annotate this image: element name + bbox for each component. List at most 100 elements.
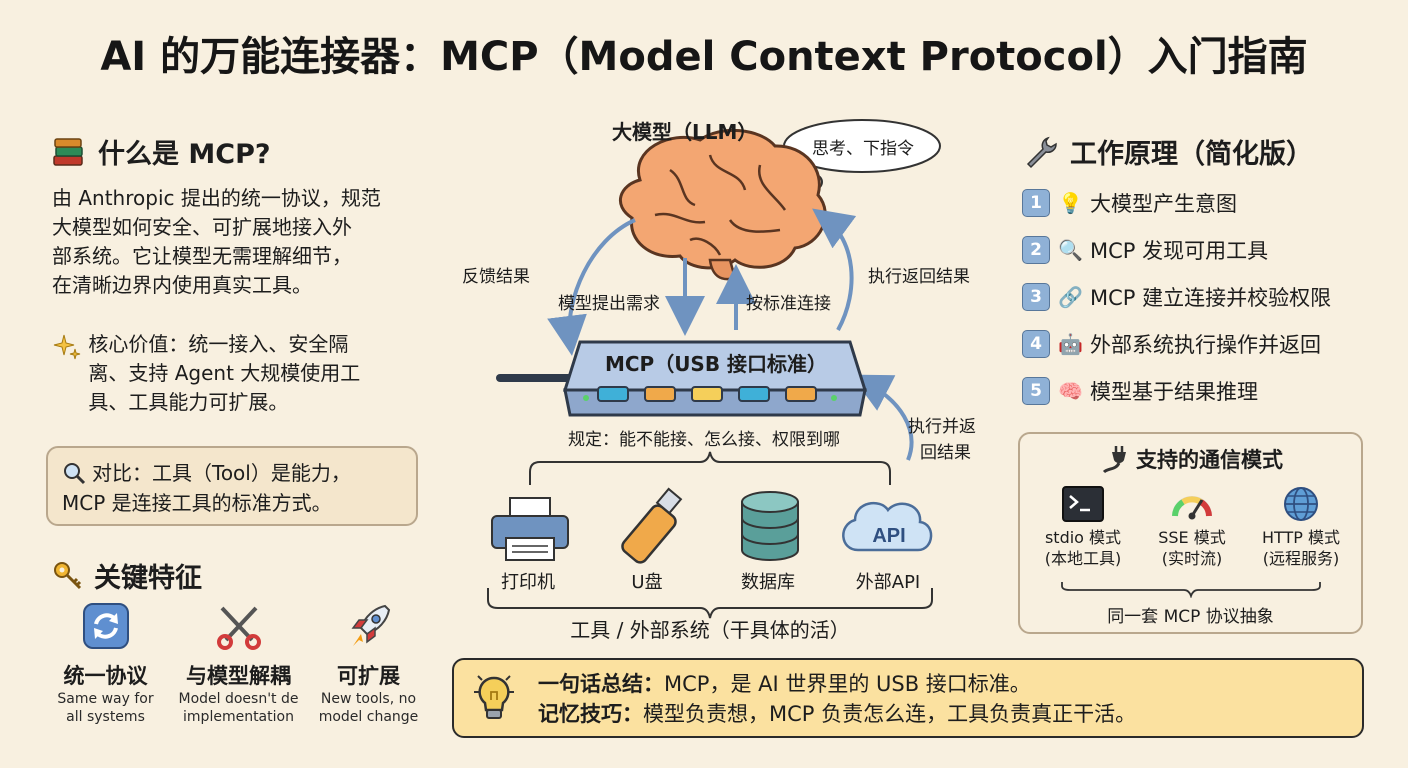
feature-sub: New tools, no bbox=[320, 691, 417, 707]
mode-desc: (远程服务) bbox=[1262, 549, 1340, 568]
how-heading-text: 工作原理（简化版） bbox=[1070, 139, 1313, 170]
feature-sub: all systems bbox=[66, 709, 145, 725]
step-number: 5 bbox=[1022, 377, 1050, 405]
brain-icon bbox=[619, 128, 827, 281]
core-line: 离、支持 Agent 大规模使用工 bbox=[88, 361, 361, 385]
modes-brace bbox=[1061, 582, 1321, 598]
compare-line: 对比：工具（Tool）是能力， bbox=[92, 461, 351, 485]
lightbulb-icon bbox=[474, 675, 514, 719]
description-line: 部系统。它让模型无需理解细节， bbox=[52, 244, 352, 268]
feature-sub: implementation bbox=[183, 709, 294, 725]
core-value: 核心价值：统一接入、安全隔 离、支持 Agent 大规模使用工 具、工具能力可扩… bbox=[52, 330, 422, 417]
mode-desc: (实时流) bbox=[1161, 549, 1223, 568]
wrench-icon bbox=[1026, 136, 1057, 168]
feature-name: 与模型解耦 bbox=[186, 664, 291, 688]
sync-icon bbox=[82, 603, 129, 649]
database-icon bbox=[741, 491, 799, 561]
plug-icon bbox=[1102, 446, 1126, 474]
mode-stdio: stdio 模式 (本地工具) bbox=[1028, 486, 1138, 569]
what-heading-text: 什么是 MCP? bbox=[98, 139, 271, 170]
step-text: MCP 发现可用工具 bbox=[1090, 239, 1269, 263]
brain-icon: 🧠 bbox=[1058, 379, 1083, 403]
how-it-works-heading: 工作原理（简化版） bbox=[1024, 132, 1313, 171]
core-line: 具、工具能力可扩展。 bbox=[88, 390, 289, 414]
exec-return2-label-b: 回结果 bbox=[920, 443, 971, 463]
summary-box: 一句话总结：MCP，是 AI 世界里的 USB 接口标准。 记忆技巧：模型负责想… bbox=[452, 658, 1364, 738]
rules-label: 规定：能不能接、怎么接、权限到哪 bbox=[568, 430, 840, 450]
key-icon bbox=[54, 561, 82, 589]
step-text: MCP 建立连接并校验权限 bbox=[1090, 286, 1332, 310]
tool-label-api: 外部API bbox=[855, 572, 921, 593]
mode-sse: SSE 模式 (实时流) bbox=[1137, 486, 1247, 569]
comm-modes-box: 支持的通信模式 stdio 模式 (本地工具) SSE 模式 (实时流) HTT… bbox=[1018, 432, 1363, 634]
hub-label: MCP（USB 接口标准） bbox=[604, 352, 828, 376]
usb-drive-icon bbox=[621, 487, 683, 564]
magnifier-icon bbox=[64, 463, 86, 485]
step-text: 大模型产生意图 bbox=[1090, 192, 1237, 216]
api-cloud-icon: API bbox=[842, 501, 933, 552]
tools-top-brace bbox=[529, 451, 891, 485]
request-label: 模型提出需求 bbox=[558, 294, 660, 314]
features-heading: 关键特征 bbox=[52, 556, 202, 595]
step-5: 5 🧠 模型基于结果推理 bbox=[1022, 374, 1258, 408]
api-badge: API bbox=[872, 525, 905, 547]
gauge-icon bbox=[1172, 496, 1212, 520]
usb-hub bbox=[562, 340, 868, 417]
core-line: 核心价值：统一接入、安全隔 bbox=[88, 332, 349, 356]
summary-text: MCP，是 AI 世界里的 USB 接口标准。 bbox=[664, 672, 1031, 696]
exec-return-arrow bbox=[812, 208, 857, 331]
thought-text: 思考、下指令 bbox=[812, 139, 914, 159]
magnifier-icon: 🔍 bbox=[1058, 238, 1083, 262]
step-2: 2 🔍 MCP 发现可用工具 bbox=[1022, 233, 1268, 267]
feature-name: 统一协议 bbox=[63, 664, 148, 688]
features-heading-text: 关键特征 bbox=[94, 563, 202, 594]
feature-sub: Same way for bbox=[57, 691, 154, 707]
description-line: 大模型如何安全、可扩展地接入外 bbox=[52, 215, 352, 239]
globe-icon bbox=[1284, 487, 1318, 521]
robot-icon: 🤖 bbox=[1058, 332, 1083, 356]
mode-name: stdio 模式 bbox=[1044, 528, 1122, 547]
books-icon bbox=[53, 137, 83, 166]
summary-label: 一句话总结： bbox=[538, 672, 664, 696]
link-icon: 🔗 bbox=[1058, 285, 1083, 309]
feature-sub: Model doesn't de bbox=[178, 691, 299, 707]
tools-caption: 工具 / 外部系统（干具体的活） bbox=[570, 618, 850, 642]
mode-http: HTTP 模式 (远程服务) bbox=[1246, 486, 1356, 569]
step-text: 外部系统执行操作并返回 bbox=[1090, 333, 1321, 357]
sparkles-icon bbox=[53, 334, 81, 360]
step-4: 4 🤖 外部系统执行操作并返回 bbox=[1022, 327, 1321, 361]
tools-bottom-brace bbox=[487, 588, 933, 619]
step-number: 1 bbox=[1022, 189, 1050, 217]
feature-sub: model change bbox=[318, 709, 419, 725]
mode-name: HTTP 模式 bbox=[1261, 528, 1341, 547]
bulb-icon: 💡 bbox=[1058, 191, 1083, 215]
scissors-icon bbox=[216, 606, 261, 650]
compare-line: MCP 是连接工具的标准方式。 bbox=[62, 491, 332, 515]
description-line: 由 Anthropic 提出的统一协议，规范 bbox=[52, 186, 381, 210]
comm-heading: 支持的通信模式 bbox=[1020, 444, 1361, 474]
mcp-description: 由 Anthropic 提出的统一协议，规范 大模型如何安全、可扩展地接入外 部… bbox=[52, 184, 422, 300]
mcp-diagram: API bbox=[487, 119, 941, 619]
what-is-mcp-heading: 什么是 MCP? bbox=[52, 132, 271, 171]
description-line: 在清晰边界内使用真实工具。 bbox=[52, 273, 312, 297]
step-text: 模型基于结果推理 bbox=[1090, 380, 1258, 404]
step-3: 3 🔗 MCP 建立连接并校验权限 bbox=[1022, 280, 1331, 314]
memory-label: 记忆技巧： bbox=[538, 702, 643, 726]
mode-desc: (本地工具) bbox=[1044, 549, 1122, 568]
step-number: 2 bbox=[1022, 236, 1050, 264]
page-title: AI 的万能连接器：MCP（Model Context Protocol）入门指… bbox=[100, 34, 1308, 80]
step-1: 1 💡 大模型产生意图 bbox=[1022, 186, 1237, 220]
rocket-icon bbox=[351, 604, 390, 646]
tool-label-printer: 打印机 bbox=[501, 572, 555, 593]
tool-label-database: 数据库 bbox=[741, 572, 795, 593]
comm-caption: 同一套 MCP 协议抽象 bbox=[1107, 607, 1274, 627]
feature-extensible: 可扩展 New tools, no model change bbox=[306, 602, 431, 726]
summary-line-1: 一句话总结：MCP，是 AI 世界里的 USB 接口标准。 bbox=[538, 670, 1031, 698]
compare-box: 对比：工具（Tool）是能力， MCP 是连接工具的标准方式。 bbox=[46, 446, 418, 526]
exec-return-label: 执行返回结果 bbox=[868, 267, 970, 287]
tool-label-usb: U盘 bbox=[631, 572, 663, 593]
feedback-arrow bbox=[547, 218, 636, 356]
terminal-icon bbox=[1062, 486, 1104, 522]
feature-name: 可扩展 bbox=[337, 664, 400, 688]
llm-label: 大模型（LLM） bbox=[612, 120, 758, 144]
